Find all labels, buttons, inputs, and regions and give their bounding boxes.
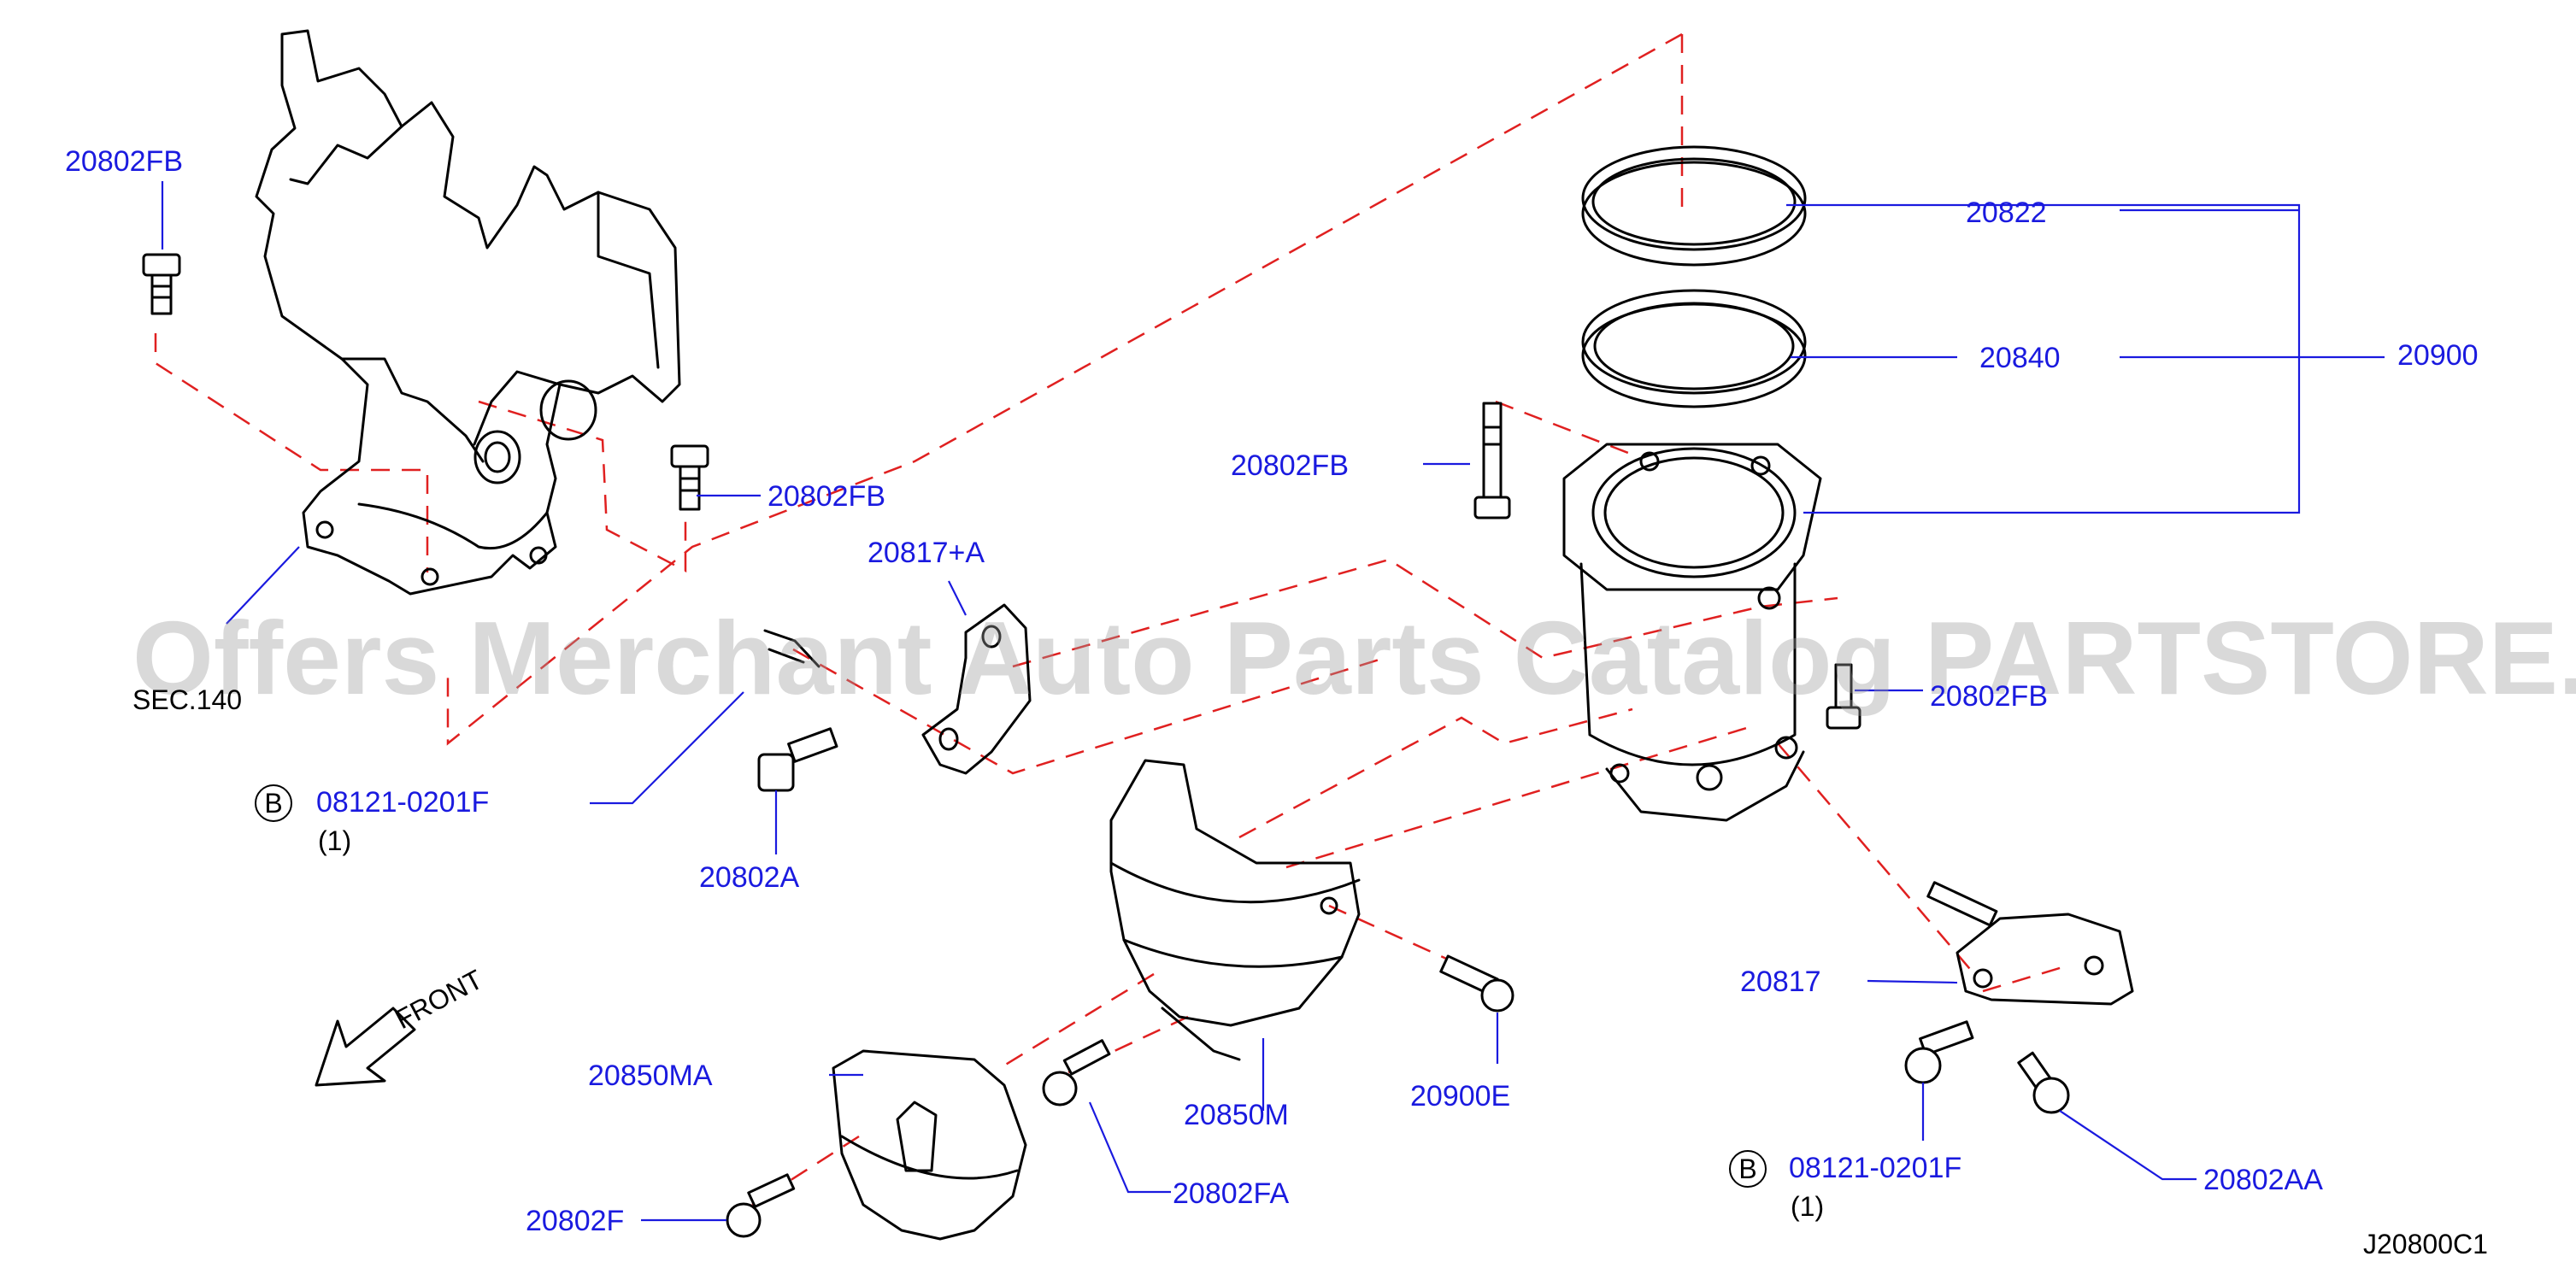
bolt-20802fa — [1042, 1039, 1111, 1107]
stud-bolt — [1926, 881, 1998, 927]
label-20802fa[interactable]: 20802FA — [1173, 1177, 1289, 1210]
bolt-callout-bottom: B 08121-0201F (1) — [1729, 1150, 1961, 1222]
diagram-code: J20800C1 — [2363, 1229, 2488, 1259]
heat-shield-20850ma — [832, 1049, 1027, 1241]
catalytic-converter — [1562, 443, 1822, 822]
leader-lines — [161, 181, 2197, 1222]
bolt-20802fb-topleft — [142, 253, 181, 315]
heat-shield-20850m — [1109, 759, 1361, 1061]
label-20802f[interactable]: 20802F — [526, 1205, 624, 1237]
bolt-callout-top: B 08121-0201F (1) — [255, 784, 489, 856]
watermark: Offers Merchant Auto Parts Catalog PARTS… — [132, 600, 2576, 716]
callout-quantity: (1) — [1791, 1191, 1824, 1222]
label-20850m[interactable]: 20850M — [1184, 1099, 1289, 1131]
section-reference[interactable]: SEC.140 — [132, 684, 242, 715]
label-20900e[interactable]: 20900E — [1410, 1080, 1510, 1112]
label-20802aa[interactable]: 20802AA — [2203, 1164, 2323, 1196]
front-label: FRONT — [390, 964, 487, 1036]
label-20802fb-right[interactable]: 20802FB — [1231, 449, 1349, 482]
assembly-bracket-line — [1786, 203, 2301, 514]
callout-quantity: (1) — [318, 825, 351, 856]
label-20817a[interactable]: 20817+A — [867, 537, 985, 569]
bolt-20802f — [726, 1173, 796, 1238]
gasket-20840 — [1581, 289, 1807, 408]
callout-circle-letter: B — [264, 788, 282, 819]
label-20900[interactable]: 20900 — [2397, 339, 2479, 372]
bracket-20817 — [1956, 913, 2134, 1006]
label-20850ma[interactable]: 20850MA — [588, 1060, 713, 1092]
label-20802fb-converter[interactable]: 20802FB — [1930, 680, 2048, 713]
label-20802fb-mid[interactable]: 20802FB — [768, 480, 885, 513]
bracket-20817a — [921, 603, 1032, 775]
bolt-20900e — [1439, 954, 1514, 1013]
label-20802a[interactable]: 20802A — [699, 861, 800, 894]
exhaust-manifold — [255, 29, 681, 596]
callout-part-number[interactable]: 08121-0201F — [316, 786, 489, 819]
bolt-20802fb-right — [1473, 402, 1511, 520]
label-20802fb-topleft[interactable]: 20802FB — [65, 145, 183, 178]
bolt-20802fb-mid — [670, 444, 709, 511]
bolt-20802fb-converter — [1826, 663, 1861, 730]
label-20840[interactable]: 20840 — [1979, 342, 2061, 374]
bolt-08121-bottom — [1904, 1020, 1974, 1084]
callout-part-number[interactable]: 08121-0201F — [1789, 1152, 1961, 1184]
label-20822[interactable]: 20822 — [1966, 197, 2047, 229]
bolt-20802aa — [2017, 1051, 2070, 1114]
bolt-08121-top — [757, 629, 838, 792]
label-20817[interactable]: 20817 — [1740, 966, 1821, 998]
ring-20822 — [1581, 145, 1807, 267]
sec140-leader — [226, 546, 300, 625]
callout-circle-letter: B — [1738, 1154, 1756, 1184]
front-arrow-icon — [315, 1007, 416, 1087]
